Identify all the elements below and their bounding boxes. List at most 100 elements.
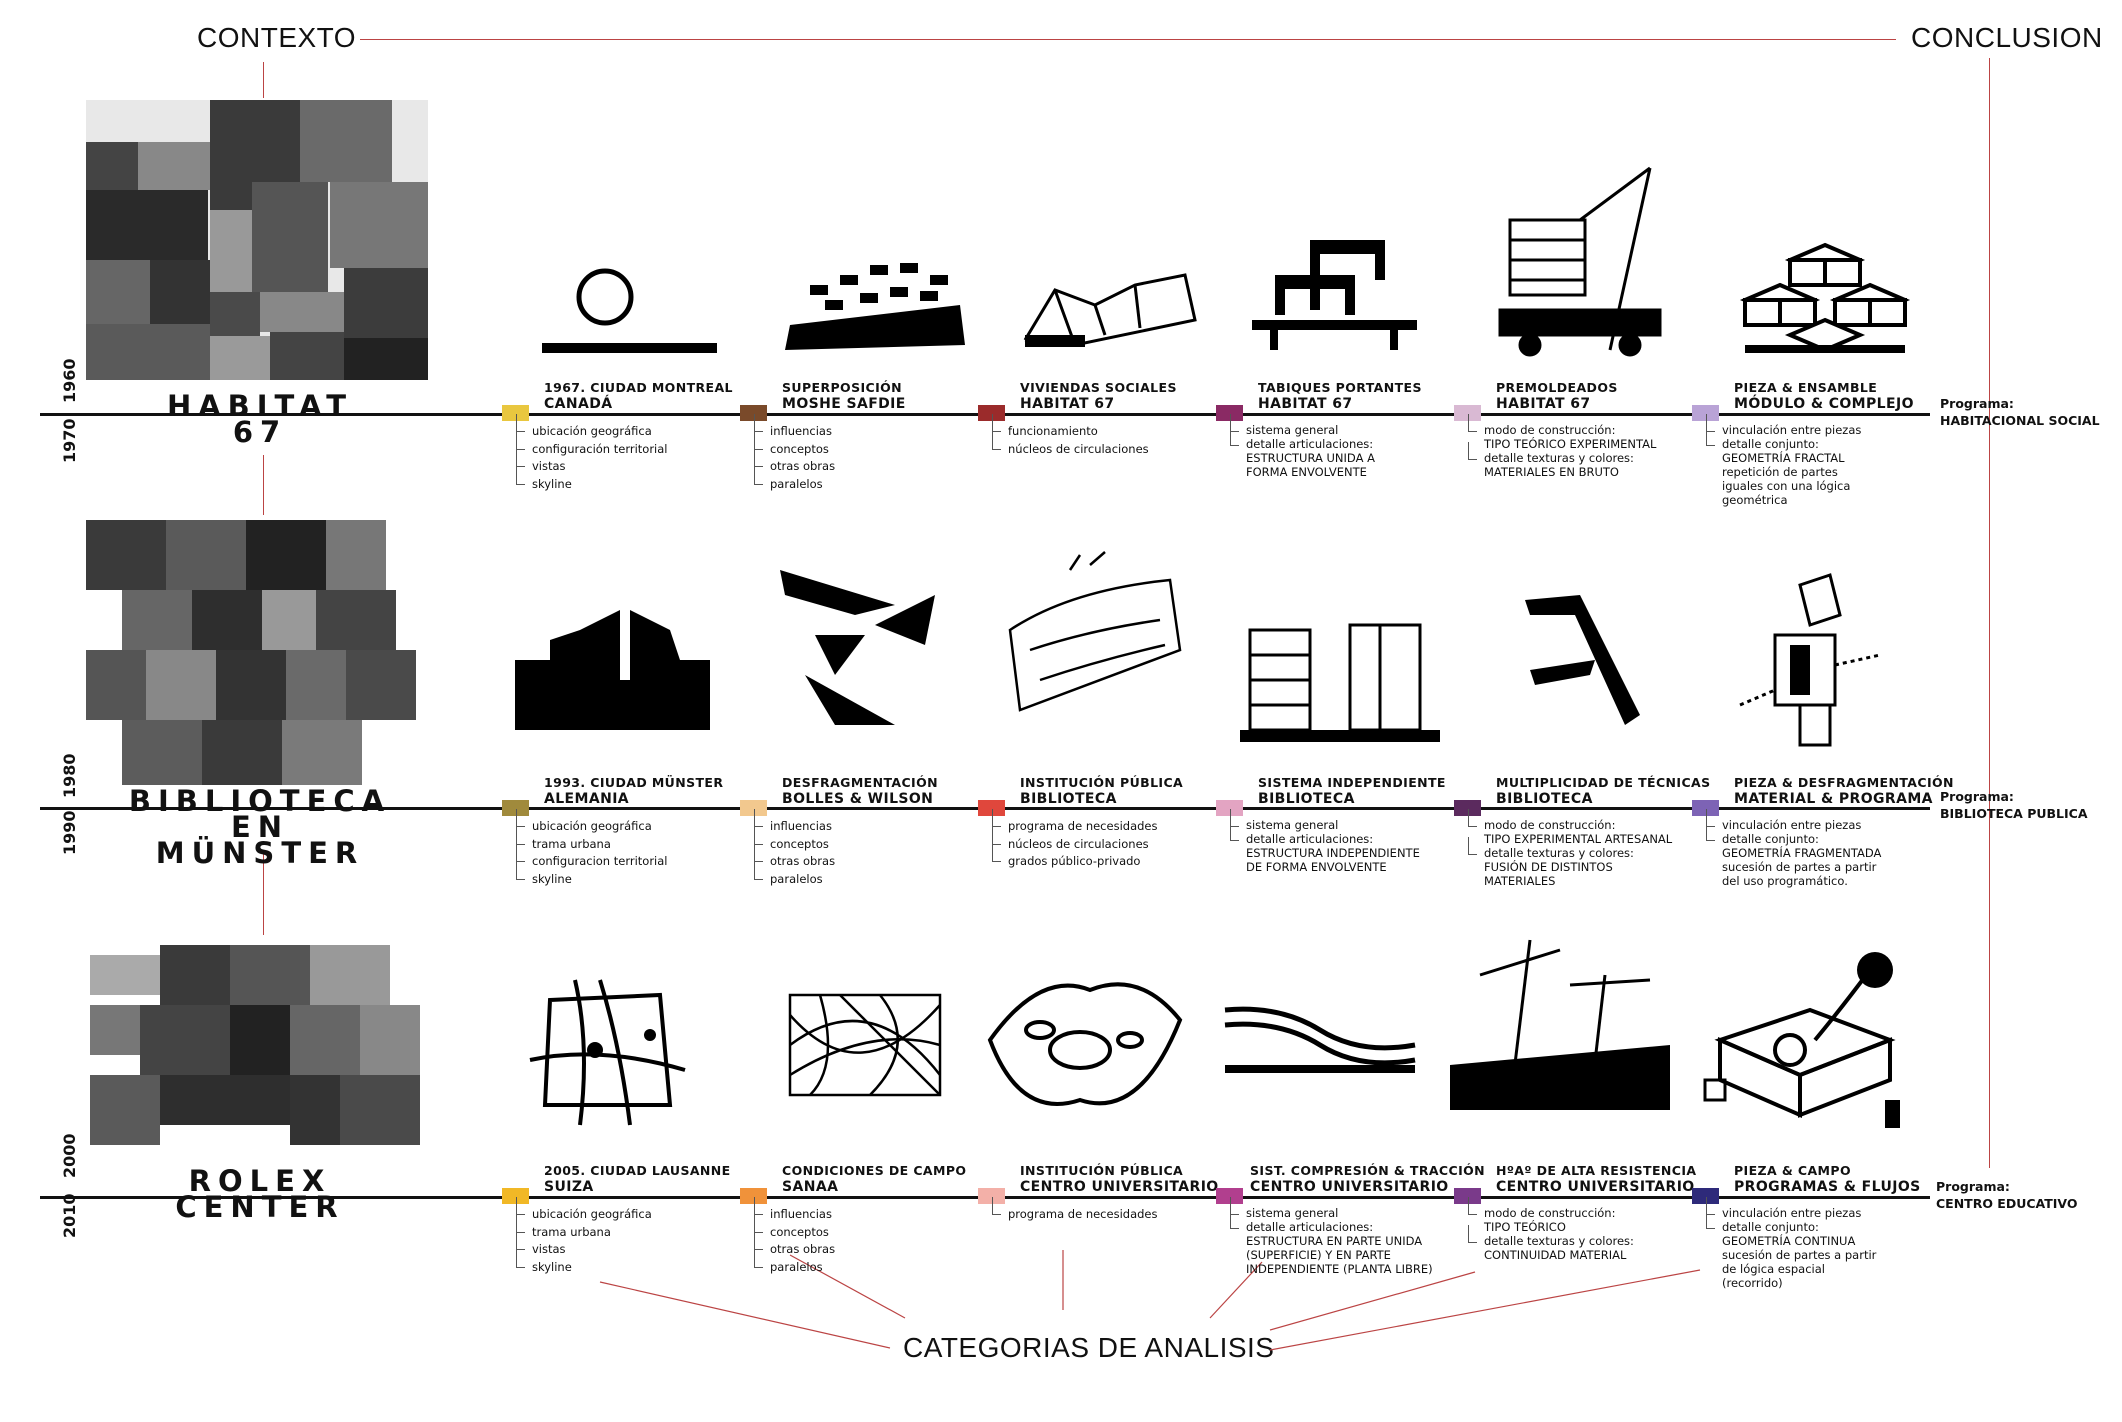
context-collage-1980s [86,520,416,785]
bullet-continuation: DE FORMA ENVOLVENTE [1246,860,1387,874]
context-link-1 [263,62,264,98]
bullet-item: otras obras [754,1232,835,1259]
category-color-swatch [1216,405,1243,421]
bullet-item: programa de necesidades [992,809,1157,836]
library-sketch-icon [1008,551,1182,712]
category-color-swatch [1692,1188,1719,1204]
bullet-item: skyline [516,1249,652,1277]
bullet-item: skyline [516,466,668,494]
crane-truck-icon [1498,166,1662,357]
row-title-line1: ROLEX [188,1164,332,1198]
bullet-item: detalle articulaciones: [1230,1211,1433,1234]
fragment-shards-icon [780,570,935,725]
bullet-item: paralelos [754,466,835,494]
bullet-item: vinculación entre piezas [1706,809,1881,832]
field-diagram-icon [529,979,686,1126]
program-label: Programa:BIBLIOTECA PUBLICA [1940,789,2088,821]
bullet-continuation: CONTINUIDAD MATERIAL [1484,1248,1627,1262]
bullet-continuation: GEOMETRÍA FRAGMENTADA [1722,846,1882,860]
program-label: Programa:CENTRO EDUCATIVO [1936,1179,2078,1211]
categorias-footer: CATEGORIAS DE ANALISIS [903,1332,1275,1363]
year-start: 1980 [60,753,79,798]
bullet-item: conceptos [754,826,835,854]
category-color-swatch [1454,1188,1481,1204]
category-color-swatch [1454,800,1481,816]
category-bullets: vinculación entre piezas detalle conjunt… [1706,414,1861,507]
bullet-item: vistas [516,1232,652,1259]
multi-technique-icon [1525,595,1640,725]
year-end: 2010 [60,1193,79,1238]
category-bullets: programa de necesidades núcleos de circu… [992,809,1157,871]
bullet-continuation: iguales con una lógica [1722,479,1851,493]
bullet-item: influencias [754,809,835,836]
category-bullets: programa de necesidades [992,1197,1157,1224]
bullet-item: detalle conjunto: [1706,823,1881,846]
category-color-swatch [502,800,529,816]
row-title: BIBLIOTECA EN MÜNSTER [120,787,400,870]
bullet-continuation: (SUPERFICIE) Y EN PARTE [1246,1248,1391,1262]
bullet-item: ubicación geográfica [516,414,668,441]
category-color-swatch [502,1188,529,1204]
bullet-item: configuracion territorial [516,844,668,871]
bullet-item: modo de construcción: [1468,414,1656,437]
header-connector-line [360,39,1896,40]
category-color-swatch [978,1188,1005,1204]
housing-perspective-icon [1023,273,1197,347]
site-section-icon [515,610,710,730]
category-bullets: sistema general detalle articulaciones: … [1230,414,1375,479]
bullet-continuation: INDEPENDIENTE (PLANTA LIBRE) [1246,1262,1433,1276]
bullet-continuation: MATERIALES [1484,874,1556,888]
bullet-continuation: ESTRUCTURA EN PARTE UNIDA [1246,1234,1423,1248]
category-bullets: modo de construcción: TIPO TEÓRICO EXPER… [1468,414,1657,479]
bullet-item: modo de construcción: [1468,1197,1634,1220]
compression-arch-icon [1224,1006,1416,1073]
context-collage-1960s [86,100,428,380]
bullet-item: influencias [754,1197,835,1224]
tangled-lines-icon [788,993,942,1097]
row-title-line2: EN MÜNSTER [155,810,365,870]
category-color-swatch [740,1188,767,1204]
bullet-continuation: FUSIÓN DE DISTINTOS [1484,860,1613,874]
bullet-continuation: ESTRUCTURA UNIDA A [1246,451,1375,465]
bullet-continuation: MATERIALES EN BRUTO [1484,465,1619,479]
context-link-3 [263,850,264,935]
category-bullets: vinculación entre piezas detalle conjunt… [1706,1197,1876,1290]
bullet-item: modo de construcción: [1468,809,1672,832]
axonometric-pieces-icon [1739,573,1881,747]
bullet-item: detalle texturas y colores: [1468,1225,1634,1248]
bullet-item: ubicación geográfica [516,1197,652,1224]
bullet-continuation: TIPO TEÓRICO EXPERIMENTAL [1484,437,1657,451]
bullet-continuation: de lógica espacial [1722,1262,1825,1276]
program-label: Programa:HABITACIONAL SOCIAL [1940,396,2100,428]
bullet-continuation: sucesión de partes a partir [1722,860,1877,874]
category-color-swatch [740,405,767,421]
category-bullets: modo de construcción: TIPO EXPERIMENTAL … [1468,809,1673,888]
category-bullets: sistema general detalle articulaciones: … [1230,809,1420,874]
bullet-item: conceptos [754,431,835,459]
category-bullets: influencias conceptos otras obras parale… [754,1197,835,1276]
bullet-item: configuración territorial [516,431,668,459]
bullet-item: vinculación entre piezas [1706,414,1861,437]
category-bullets: influencias conceptos otras obras parale… [754,414,835,494]
bullet-continuation: del uso programático. [1722,874,1848,888]
bullet-item: detalle texturas y colores: [1468,837,1672,860]
bullet-item: vinculación entre piezas [1706,1197,1876,1220]
bullet-item: detalle conjunto: [1706,1211,1876,1234]
bullet-item: trama urbana [516,1214,652,1242]
category-color-swatch [740,800,767,816]
category-color-swatch [1692,405,1719,421]
bullet-continuation: TIPO EXPERIMENTAL ARTESANAL [1484,832,1673,846]
bullet-item: detalle articulaciones: [1230,428,1375,451]
conclusion-vertical-line [1989,58,1990,1168]
category-bullets: modo de construcción: TIPO TEÓRICO detal… [1468,1197,1634,1262]
year-end: 1990 [60,810,79,855]
